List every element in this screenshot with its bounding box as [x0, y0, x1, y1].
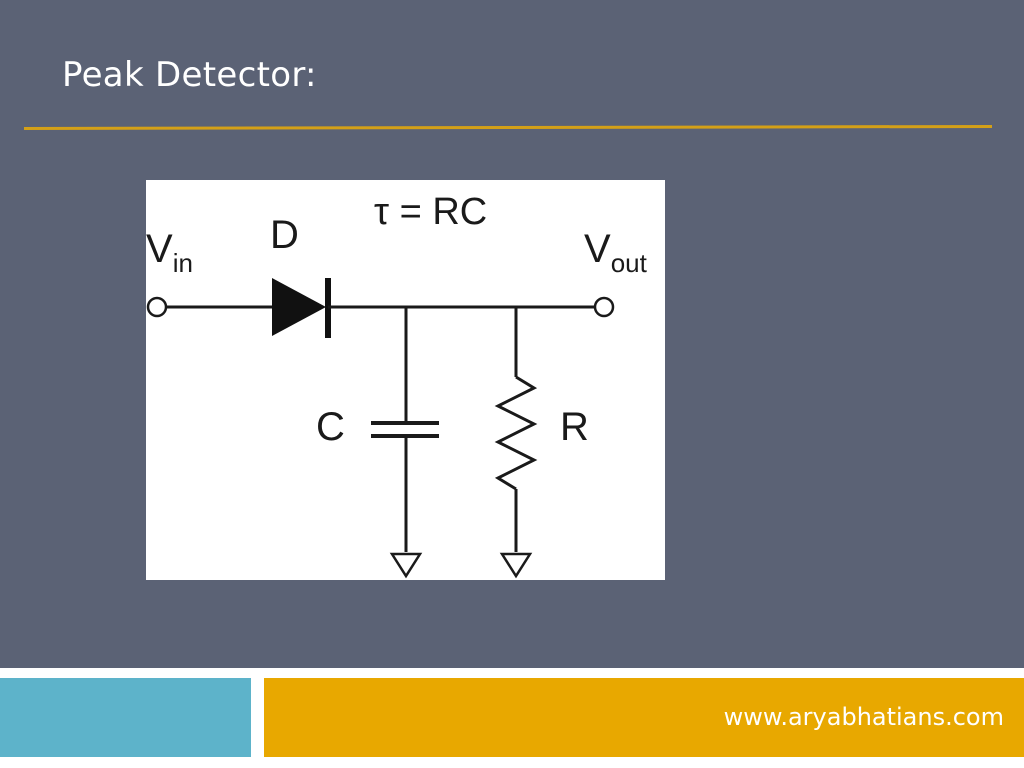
- capacitor-ground-symbol: [389, 552, 423, 579]
- output-terminal: [593, 296, 615, 318]
- input-label-subscript: in: [173, 248, 193, 278]
- diode-symbol: [272, 278, 326, 336]
- input-label: Vin: [146, 227, 193, 278]
- diode-label: D: [270, 213, 299, 257]
- capacitor-label: C: [316, 405, 345, 449]
- circuit-diagram: τ = RC Vin D Vout C R: [146, 191, 648, 579]
- output-label-main: V: [584, 227, 611, 271]
- slide-title: Peak Detector:: [62, 55, 317, 95]
- output-label: Vout: [584, 227, 648, 278]
- output-label-subscript: out: [611, 248, 648, 278]
- footer-left-bar: [0, 678, 251, 757]
- footer-right-bar: www.aryabhatians.com: [264, 678, 1024, 757]
- resistor-ground-symbol: [499, 552, 533, 579]
- peak-detector-circuit: τ = RC Vin D Vout C R: [146, 180, 665, 580]
- input-terminal: [146, 296, 168, 318]
- input-label-main: V: [146, 227, 173, 271]
- resistor-symbol: [494, 375, 538, 491]
- footer-website-link[interactable]: www.aryabhatians.com: [723, 703, 1004, 731]
- equation-label: τ = RC: [374, 191, 487, 233]
- resistor-label: R: [560, 405, 589, 449]
